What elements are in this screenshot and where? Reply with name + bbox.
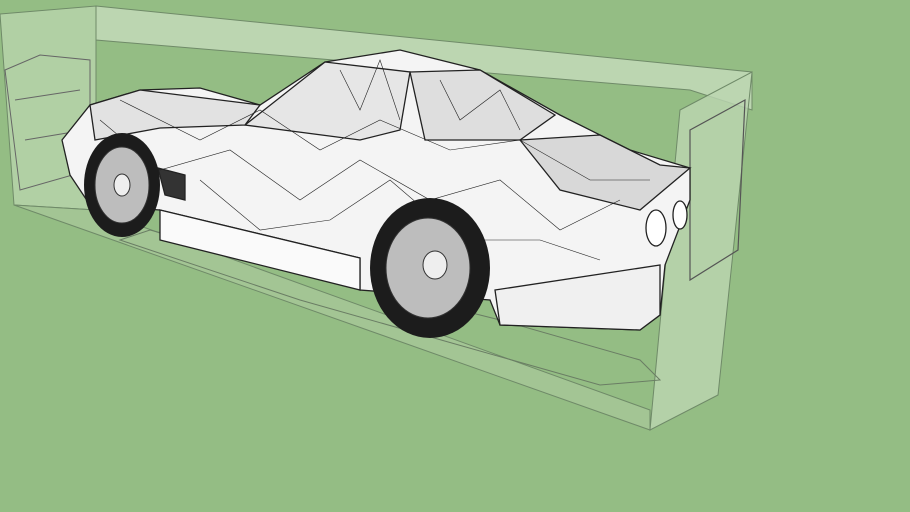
windshield bbox=[243, 61, 411, 141]
side-skirt bbox=[159, 209, 361, 291]
front-hood bbox=[89, 89, 262, 141]
car-model bbox=[61, 49, 692, 331]
front-wheel bbox=[84, 133, 160, 237]
right-plane bbox=[649, 71, 753, 431]
rear-hub bbox=[422, 250, 448, 280]
tail-light-2 bbox=[672, 200, 688, 230]
side-vent bbox=[157, 167, 186, 201]
right-blueprint bbox=[689, 98, 746, 282]
side-window bbox=[409, 69, 557, 141]
tail-light bbox=[645, 209, 667, 247]
rear-wheel bbox=[370, 198, 490, 338]
bottom-plane bbox=[13, 204, 651, 431]
rear-deck bbox=[518, 134, 692, 211]
mesh-lines bbox=[99, 59, 650, 261]
rear-bumper bbox=[494, 264, 661, 331]
front-hub bbox=[113, 173, 131, 197]
